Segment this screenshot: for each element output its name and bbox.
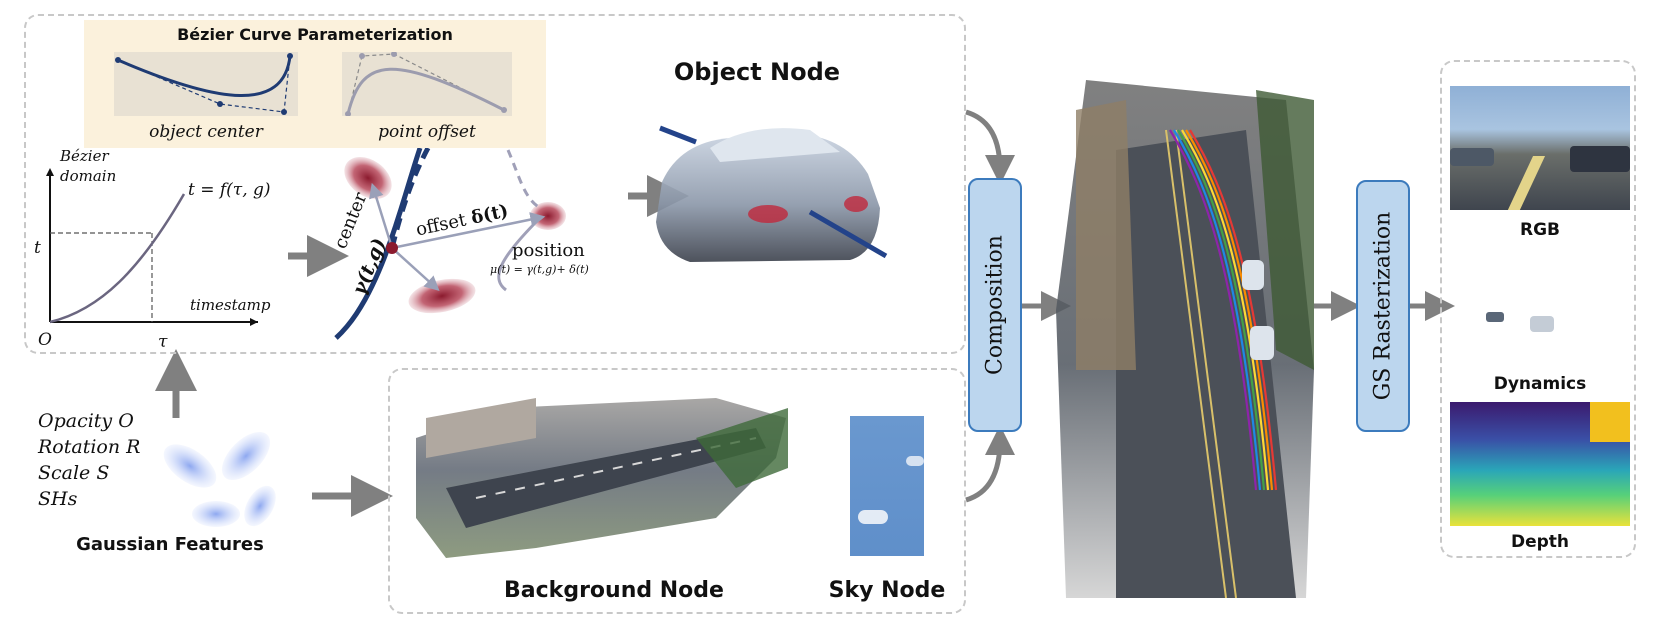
point-offset-curve bbox=[342, 52, 512, 116]
static-panel bbox=[388, 368, 966, 614]
trajectory-rainbow bbox=[1169, 129, 1278, 491]
y-axis-label: Bézier domain bbox=[60, 147, 117, 185]
background-node-pointcloud bbox=[416, 398, 788, 558]
rgb-output-image bbox=[1450, 86, 1630, 210]
composition-module: Composition bbox=[968, 178, 1022, 432]
composition-label: Composition bbox=[982, 235, 1008, 375]
motion-diagram bbox=[334, 148, 566, 340]
object-center-curve bbox=[114, 52, 298, 116]
depth-output-label: Depth bbox=[1510, 532, 1570, 552]
center-point bbox=[386, 242, 398, 254]
feature-item: Scale S bbox=[38, 462, 110, 484]
bezier-panel: Bézier Curve Parameterization object cen… bbox=[84, 20, 546, 148]
position-label: position bbox=[512, 240, 585, 261]
point-offset-label: point offset bbox=[378, 122, 476, 142]
background-node-title: Background Node bbox=[504, 578, 724, 603]
arrow-background-to-composition bbox=[965, 425, 1015, 503]
rgb-output-label: RGB bbox=[1519, 220, 1560, 240]
arrow-object-to-composition bbox=[965, 109, 1015, 185]
x-axis-label: timestamp bbox=[190, 296, 271, 314]
curve-formula: t = f(τ, g) bbox=[188, 180, 271, 200]
dynamics-output-label: Dynamics bbox=[1493, 374, 1587, 394]
outputs-panel bbox=[1440, 60, 1636, 558]
sky-node-title: Sky Node bbox=[828, 578, 946, 603]
dynamics-output-image bbox=[1486, 312, 1554, 332]
x-tick-tau: τ bbox=[158, 332, 168, 352]
feature-item: Rotation R bbox=[38, 436, 141, 458]
gaussian-features-blobs bbox=[163, 431, 276, 527]
object-node-car-pointcloud bbox=[656, 125, 888, 262]
feature-item: Opacity O bbox=[38, 410, 134, 432]
object-center-label: object center bbox=[149, 122, 263, 142]
scene-car bbox=[1250, 326, 1274, 360]
object-node-title: Object Node bbox=[673, 58, 841, 86]
time-mapping-graph bbox=[46, 168, 258, 326]
gaussian-features-title: Gaussian Features bbox=[76, 534, 264, 555]
bezier-panel-title: Bézier Curve Parameterization bbox=[177, 25, 453, 44]
feature-item: SHs bbox=[38, 488, 78, 510]
mapping-curve bbox=[49, 193, 186, 324]
position-formula: μ(t) = γ(t,g)+ δ(t) bbox=[490, 263, 589, 276]
dynamic-object-panel bbox=[24, 14, 966, 354]
origin-label: O bbox=[38, 330, 52, 350]
gs-rasterization-label: GS Rasterization bbox=[1370, 211, 1396, 401]
depth-output-image bbox=[1450, 402, 1630, 526]
gaussian-blob bbox=[408, 278, 476, 314]
gs-rasterization-module: GS Rasterization bbox=[1356, 180, 1410, 432]
scene-car bbox=[1242, 260, 1264, 290]
sky-node-image bbox=[850, 416, 924, 556]
y-tick-t: t bbox=[34, 238, 41, 258]
feature-list: Opacity O Rotation R Scale S SHs bbox=[38, 408, 140, 512]
composed-scene-pointcloud bbox=[1056, 80, 1314, 598]
